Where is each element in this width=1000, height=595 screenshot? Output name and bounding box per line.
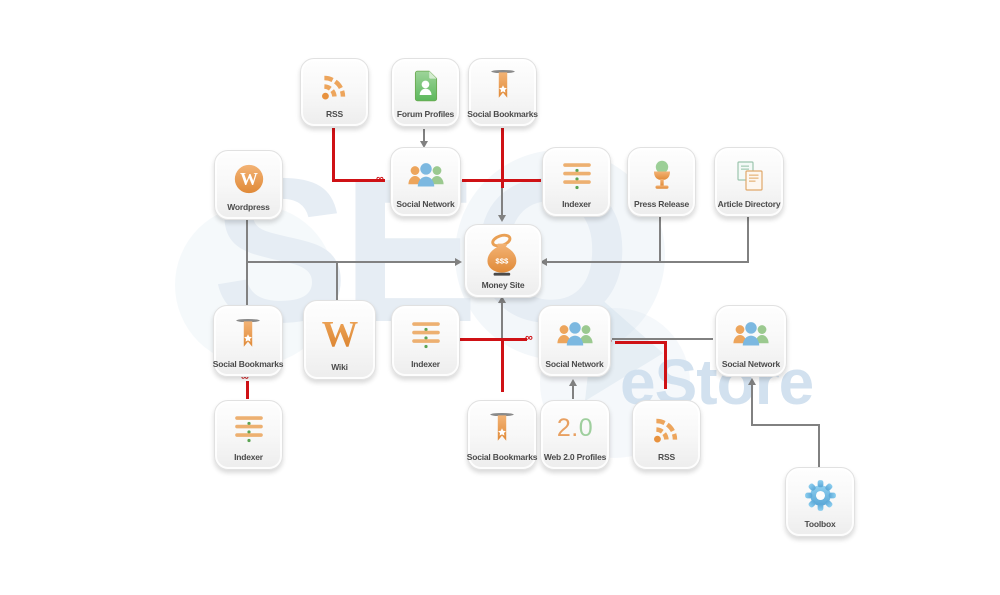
- forum-profiles-icon: [409, 59, 443, 109]
- arrowhead-down: [420, 141, 428, 148]
- node-label: Wiki: [331, 362, 348, 372]
- arrowhead-up: [748, 378, 756, 385]
- social-bookmarks-icon: [488, 59, 518, 109]
- arrowhead-up: [498, 296, 506, 303]
- node-label: Toolbox: [804, 519, 836, 529]
- node-money-site: Money Site: [464, 224, 542, 298]
- node-indexer-top: Indexer: [542, 147, 611, 217]
- web20-text-green: 0: [578, 414, 594, 442]
- node-toolbox: Toolbox: [785, 467, 855, 537]
- arrowhead-right: [455, 258, 462, 266]
- article-directory-icon: [732, 148, 766, 199]
- connector-trunk-right-moneysite: [546, 261, 749, 263]
- node-label: Indexer: [411, 359, 440, 369]
- node-label: Indexer: [234, 452, 263, 462]
- node-social-bookmarks-top: Social Bookmarks: [467, 58, 538, 127]
- node-label: Forum Profiles: [396, 109, 455, 119]
- connector-rss-down: [332, 128, 335, 181]
- connector-cross-moneysite-top: [501, 183, 503, 216]
- gear-icon: [802, 468, 839, 519]
- connector-web20-socialnetwork: [572, 385, 574, 399]
- rss-icon: [650, 401, 684, 452]
- node-rss-top: RSS: [300, 58, 369, 127]
- connector-socialbookmarks-down: [501, 128, 504, 188]
- node-label: Social Network: [721, 359, 781, 369]
- web20-text-orange: 2.: [556, 414, 579, 442]
- node-social-network-mid: Social Network: [538, 305, 611, 377]
- node-label: Social Bookmarks: [212, 359, 284, 369]
- node-label: Social Network: [396, 199, 455, 209]
- chain-link-icon: ∞: [241, 371, 249, 383]
- chain-link-icon: ∞: [376, 173, 384, 185]
- node-label: Social Bookmarks: [466, 452, 538, 462]
- web20-icon: 2.0: [557, 401, 593, 452]
- connector-socialnetworkright-socialnetworkmid: [612, 338, 713, 340]
- connector-trunk-left-moneysite: [247, 261, 455, 263]
- connector-cross-socialbookmarksbottom: [501, 338, 504, 392]
- indexer-icon: [560, 148, 594, 199]
- node-label: Wordpress: [227, 202, 270, 212]
- rss-icon: [318, 59, 352, 109]
- connector-wiki-trunk: [336, 261, 338, 301]
- connector-indexermid-socialnetworkmid: [455, 338, 527, 341]
- node-label: Web 2.0 Profiles: [543, 452, 607, 462]
- social-bookmarks-icon: [487, 401, 517, 452]
- connector-toolbox-horizontal: [751, 424, 820, 426]
- node-rss-bottom: RSS: [632, 400, 701, 470]
- connector-articledirectory-trunk: [747, 215, 749, 263]
- connector-indexerbottom-socialbookmarksmid: [246, 381, 249, 399]
- wordpress-icon: [232, 151, 266, 202]
- indexer-icon: [232, 401, 266, 452]
- node-label: Money Site: [481, 280, 525, 290]
- connector-toolbox-socialnetwork: [751, 384, 753, 425]
- node-press-release: Press Release: [627, 147, 696, 217]
- connector-cross-moneysite-bottom: [501, 303, 503, 339]
- connector-indexer-socialnetwork: [462, 179, 541, 182]
- connector-right-red-horizontal: [615, 341, 667, 344]
- indexer-icon: [409, 306, 443, 359]
- node-indexer-mid: Indexer: [391, 305, 460, 377]
- node-label: RSS: [326, 109, 343, 119]
- wiki-w-icon: [318, 301, 362, 362]
- social-network-icon: [554, 306, 596, 359]
- arrowhead-down: [498, 215, 506, 222]
- connector-toolbox-up: [818, 424, 820, 468]
- node-web20-profiles: 2.0 Web 2.0 Profiles: [540, 400, 610, 470]
- node-wordpress: Wordpress: [214, 150, 283, 220]
- node-label: Press Release: [633, 199, 690, 209]
- press-release-icon: [645, 148, 679, 199]
- node-social-bookmarks-bottom: Social Bookmarks: [467, 400, 537, 470]
- node-forum-profiles: Forum Profiles: [391, 58, 460, 127]
- connector-rssbottom-up: [664, 341, 667, 389]
- node-label: RSS: [658, 452, 675, 462]
- arrowhead-left: [540, 258, 547, 266]
- chain-link-icon: ∞: [525, 332, 533, 344]
- node-wiki: Wiki: [303, 300, 376, 380]
- social-bookmarks-icon: [233, 306, 263, 359]
- node-label: Social Network: [545, 359, 604, 369]
- node-indexer-bottom: Indexer: [214, 400, 283, 470]
- node-social-network-top: Social Network: [390, 147, 461, 217]
- node-label: Article Directory: [717, 199, 781, 209]
- node-article-directory: Article Directory: [714, 147, 784, 217]
- connector-pressrelease-trunk: [659, 215, 661, 263]
- arrowhead-up: [569, 379, 577, 386]
- money-bag-icon: [483, 225, 523, 280]
- connector-rss-socialnetwork: [332, 179, 385, 182]
- social-network-icon: [730, 306, 772, 359]
- connector-forumprofiles-socialnetwork: [423, 129, 425, 142]
- social-network-icon: [405, 148, 447, 199]
- node-label: Social Bookmarks: [467, 109, 538, 119]
- node-label: Indexer: [562, 199, 591, 209]
- node-social-network-right: Social Network: [715, 305, 787, 377]
- node-social-bookmarks-mid: Social Bookmarks: [213, 305, 283, 377]
